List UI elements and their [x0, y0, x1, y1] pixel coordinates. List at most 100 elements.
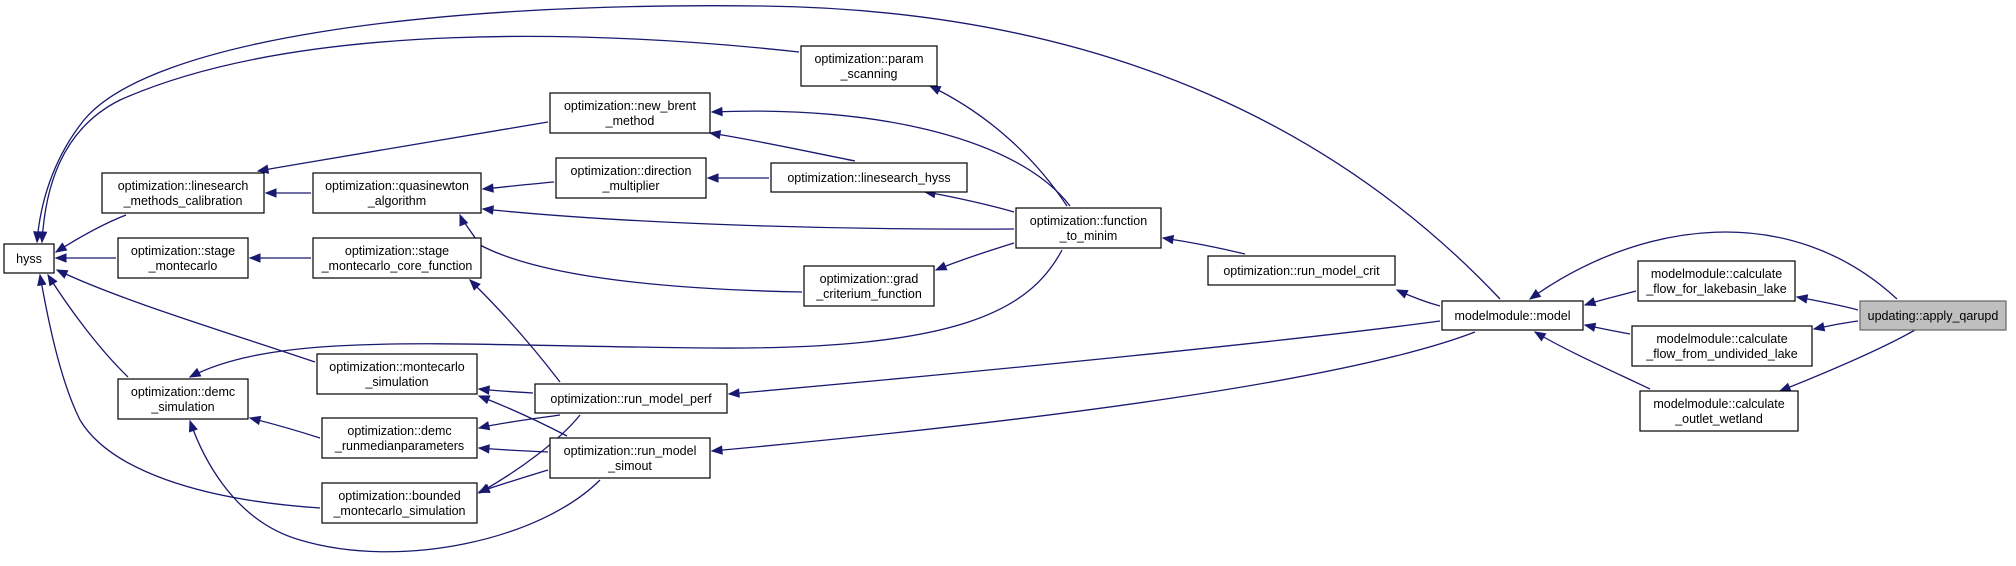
edge-run_model_perf-to-stage_montecarlo_core_function [469, 279, 561, 383]
node-label: _flow_from_undivided_lake [1645, 347, 1798, 361]
node-grad-criterium-function[interactable]: optimization::grad_criterium_function [803, 265, 935, 307]
node-box [803, 265, 935, 307]
node-label: optimization::stage [345, 244, 449, 258]
node-label: optimization::run_model [564, 444, 697, 458]
edge-arrowhead [481, 205, 494, 215]
node-linesearch-methods-calibration[interactable]: optimization::linesearch_methods_calibra… [101, 172, 265, 214]
edge-arrowhead [1395, 289, 1409, 299]
edge-arrowhead [477, 484, 491, 494]
node-label: modelmodule::model [1454, 309, 1570, 323]
node-label: optimization::bounded [338, 489, 460, 503]
edge-arrowhead [710, 106, 723, 117]
edge-line [709, 132, 856, 162]
node-label: optimization::demc [131, 385, 235, 399]
edge-line [1529, 231, 1898, 300]
edge-linesearch_hyss-to-new_brent_method [708, 129, 856, 162]
node-label: optimization::new_brent [564, 99, 697, 113]
node-label: optimization::montecarlo [329, 360, 465, 374]
edge-calculate_flow_from_undivided_lake-to-model [1583, 322, 1631, 335]
edge-run_model_crit-to-function_to_minim [1161, 234, 1246, 255]
edge-line [47, 274, 129, 378]
node-function-to-minim[interactable]: optimization::function_to_minim [1015, 207, 1162, 249]
edge-linesearch_methods_calibration-to-hyss [54, 214, 127, 253]
edge-run_model_simout-to-montecarlo_simulation [477, 395, 568, 437]
edge-arrowhead [248, 253, 261, 263]
node-demc-runmedianparameters[interactable]: optimization::demc_runmedianparameters [321, 417, 478, 459]
edge-arrowhead [1583, 297, 1597, 307]
node-box [321, 417, 478, 459]
node-label: _montecarlo_core_function [321, 259, 473, 273]
edge-arrowhead [256, 164, 270, 174]
edge-function_to_minim-to-param_scanning [928, 85, 1068, 207]
node-linesearch-hyss[interactable]: optimization::linesearch_hyss [770, 162, 968, 193]
edge-param_scanning-to-hyss [37, 35, 800, 244]
node-bounded-montecarlo-simulation[interactable]: optimization::bounded_montecarlo_simulat… [321, 482, 478, 524]
node-new-brent-method[interactable]: optimization::new_brent_method [549, 92, 711, 134]
edge-line [189, 249, 1063, 378]
node-box [117, 237, 249, 279]
node-box [117, 378, 249, 420]
edge-linesearch_hyss-to-direction_multiplier [706, 173, 769, 183]
node-box [800, 45, 938, 87]
edges [33, 5, 1916, 553]
edge-run_model_perf-to-montecarlo_simulation [477, 385, 534, 395]
edge-arrowhead [708, 129, 722, 140]
edge-arrowhead [264, 188, 277, 198]
node-quasinewton-algorithm[interactable]: optimization::quasinewton_algorithm [312, 172, 482, 214]
edge-line [36, 5, 1501, 300]
edge-line [189, 420, 601, 553]
node-calculate-outlet-wetland[interactable]: modelmodule::calculate_outlet_wetland [1639, 390, 1799, 432]
node-direction-multiplier[interactable]: optimization::direction_multiplier [555, 157, 707, 199]
edge-function_to_minim-to-linesearch_hyss [923, 188, 1015, 213]
edge-bounded_montecarlo_simulation-to-hyss [37, 273, 321, 509]
node-box [1637, 260, 1796, 302]
node-label: optimization::function [1030, 214, 1147, 228]
node-run-model-crit[interactable]: optimization::run_model_crit [1207, 255, 1396, 286]
edge-stage_montecarlo_core_function-to-stage_montecarlo [248, 253, 312, 263]
node-label: updating::apply_qarupd [1868, 309, 1999, 323]
nodes: hyss optimization::linesearch_methods_cal… [3, 45, 2007, 524]
node-box [1015, 207, 1162, 249]
node-label: optimization::demc [347, 424, 451, 438]
node-apply-qarupd[interactable]: updating::apply_qarupd [1859, 300, 2007, 331]
node-box [1639, 390, 1799, 432]
node-montecarlo-simulation[interactable]: optimization::montecarlo_simulation [316, 353, 478, 395]
edge-montecarlo_simulation-to-hyss [55, 269, 316, 363]
edge-arrowhead [928, 85, 942, 95]
node-run-model-simout[interactable]: optimization::run_model_simout [549, 437, 711, 479]
node-calculate-flow-for-lakebasin-lake[interactable]: modelmodule::calculate_flow_for_lakebasi… [1637, 260, 1796, 302]
node-label: optimization::param [814, 52, 923, 66]
edge-arrowhead [1528, 289, 1542, 300]
node-model[interactable]: modelmodule::model [1441, 300, 1584, 331]
edge-line [459, 214, 803, 293]
edge-line [711, 110, 1071, 207]
edge-arrowhead [1778, 382, 1792, 392]
node-stage-montecarlo-core-function[interactable]: optimization::stage_montecarlo_core_func… [312, 237, 482, 279]
edge-arrowhead [1795, 294, 1809, 304]
node-label: _methods_calibration [123, 194, 243, 208]
node-box [1631, 325, 1813, 367]
edge-run_model_simout-to-demc_runmedianparameters [477, 444, 549, 454]
node-label: modelmodule::calculate [1656, 332, 1787, 346]
node-label: modelmodule::calculate [1653, 397, 1784, 411]
node-label: optimization::run_model_crit [1223, 264, 1380, 278]
node-param-scanning[interactable]: optimization::param_scanning [800, 45, 938, 87]
edge-arrowhead [934, 261, 948, 271]
edge-function_to_minim-to-quasinewton_algorithm [481, 205, 1015, 230]
node-stage-montecarlo[interactable]: optimization::stage_montecarlo [117, 237, 249, 279]
edge-arrowhead [188, 419, 198, 433]
node-run-model-perf[interactable]: optimization::run_model_perf [534, 383, 728, 414]
node-demc-simulation[interactable]: optimization::demc_simulation [117, 378, 249, 420]
edge-model-to-run_model_simout [710, 331, 1476, 455]
node-hyss[interactable]: hyss [3, 243, 55, 274]
node-label: modelmodule::calculate [1651, 267, 1782, 281]
edge-apply_qarupd-to-calculate_flow_for_lakebasin_lake [1795, 294, 1859, 311]
edge-arrowhead [727, 388, 740, 398]
edge-direction_multiplier-to-quasinewton_algorithm [481, 181, 555, 193]
node-calculate-flow-from-undivided-lake[interactable]: modelmodule::calculate_flow_from_undivid… [1631, 325, 1813, 367]
edge-arrowhead [188, 367, 202, 378]
edge-line [249, 417, 321, 439]
edge-function_to_minim-to-grad_criterium_function [934, 242, 1015, 271]
node-box [321, 482, 478, 524]
